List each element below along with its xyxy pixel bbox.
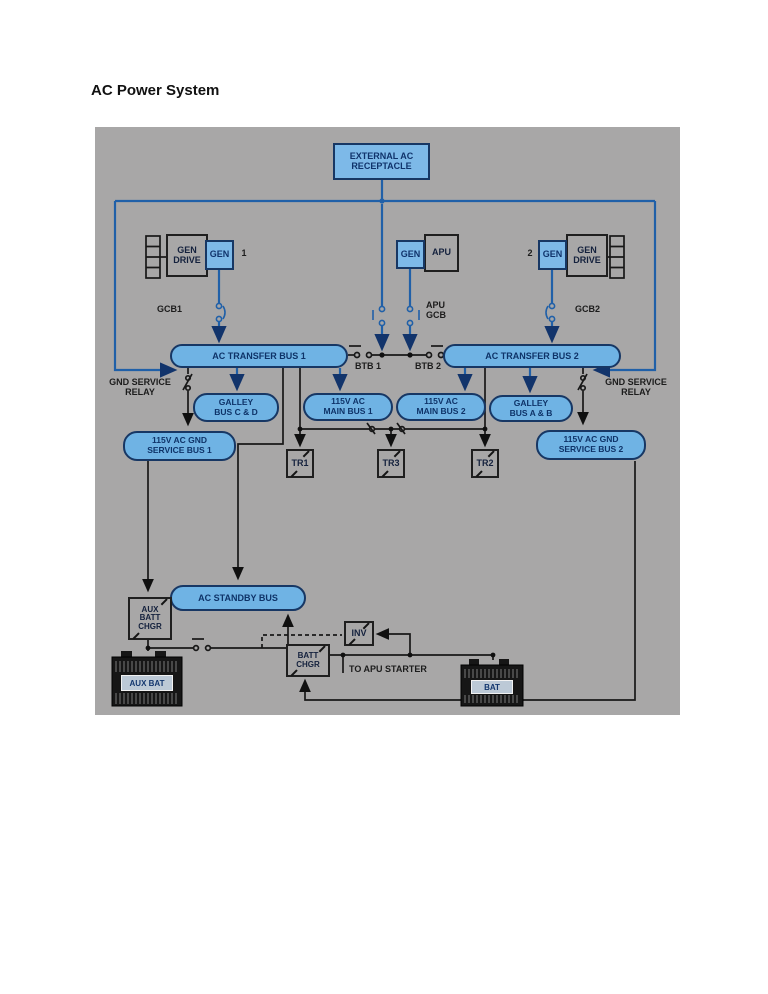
tr3-box: TR3	[377, 449, 405, 478]
gnd-service-bus-2: 115V AC GND SERVICE BUS 2	[536, 430, 646, 460]
ac-power-diagram: EXTERNAL AC RECEPTACLE GEN DRIVE GEN 1 A…	[95, 127, 680, 715]
battery-label: BAT	[471, 680, 513, 694]
gnd-service-bus-1: 115V AC GND SERVICE BUS 1	[123, 431, 236, 461]
gnd-service-relay-left-label: GND SERVICE RELAY	[109, 376, 171, 397]
galley-bus-a-b: GALLEY BUS A & B	[489, 395, 573, 422]
gen-1-box: GEN	[205, 240, 234, 270]
ac-transfer-bus-2: AC TRANSFER BUS 2	[443, 344, 621, 368]
gen-2-box: GEN	[538, 240, 567, 270]
apu-gen-box: GEN	[396, 240, 425, 269]
gen-1-number: 1	[241, 247, 247, 258]
gen-drive-shaft-icon	[145, 235, 625, 279]
to-apu-starter-label: TO APU STARTER	[349, 663, 427, 674]
tr2-box: TR2	[471, 449, 499, 478]
ac-main-bus-1: 115V AC MAIN BUS 1	[303, 393, 393, 421]
inverter-box: INV	[344, 621, 374, 646]
gen-2-number: 2	[527, 247, 533, 258]
page-title: AC Power System	[91, 82, 220, 99]
wiring-layer	[111, 180, 657, 707]
gcb2-label: GCB2	[575, 303, 601, 314]
ac-main-bus-2: 115V AC MAIN BUS 2	[396, 393, 486, 421]
aux-battery-label: AUX BAT	[121, 675, 173, 691]
galley-bus-c-d: GALLEY BUS C & D	[193, 393, 279, 422]
batt-charger-box: BATT CHGR	[286, 644, 330, 677]
ac-standby-bus: AC STANDBY BUS	[170, 585, 306, 611]
tr1-box: TR1	[286, 449, 314, 478]
ac-transfer-bus-1: AC TRANSFER BUS 1	[170, 344, 348, 368]
ac-wires	[113, 180, 657, 394]
gnd-service-relay-right-label: GND SERVICE RELAY	[605, 376, 667, 397]
aux-batt-charger-box: AUX BATT CHGR	[128, 597, 172, 640]
btb1-label: BTB 1	[354, 360, 381, 371]
gcb1-label: GCB1	[157, 303, 183, 314]
apu-gcb-label: APU GCB	[426, 299, 446, 320]
btb2-label: BTB 2	[414, 360, 441, 371]
apu-box: APU	[424, 234, 459, 272]
gen-drive-1-box: GEN DRIVE	[166, 234, 208, 277]
external-ac-receptacle-box: EXTERNAL AC RECEPTACLE	[333, 143, 430, 180]
gen-drive-2-box: GEN DRIVE	[566, 234, 608, 277]
